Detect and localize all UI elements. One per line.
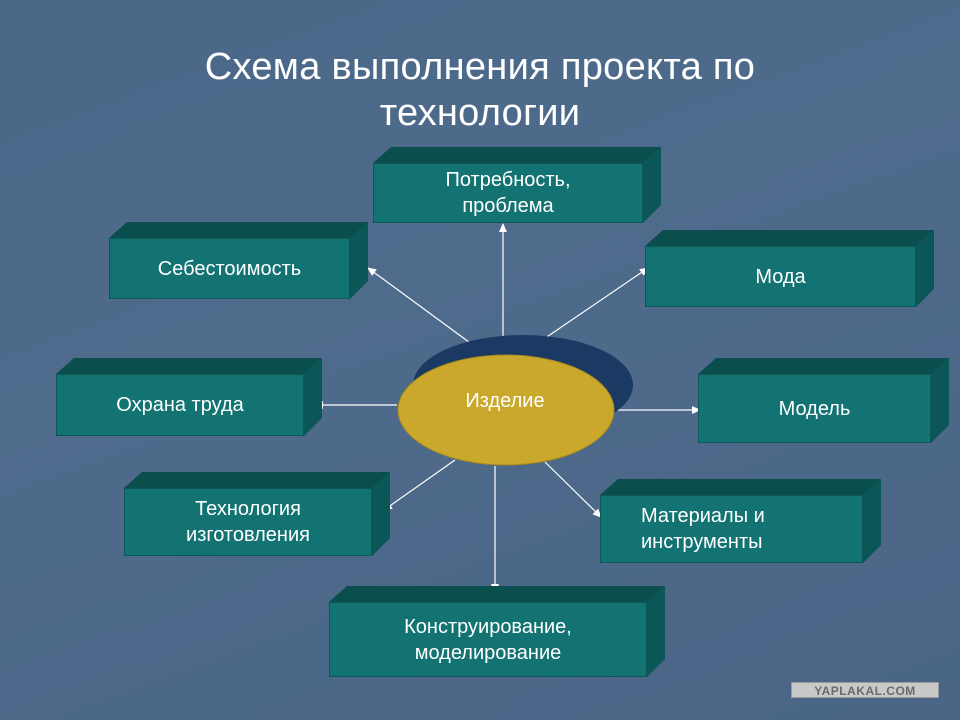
node-need-label: Потребность, проблема (373, 163, 643, 223)
node-technology: Технология изготовления (124, 472, 390, 556)
center-label: Изделие (465, 390, 545, 412)
center-ellipse (397, 354, 615, 466)
node-technology-label: Технология изготовления (124, 488, 372, 556)
node-fashion-label: Мода (645, 246, 916, 307)
node-need: Потребность, проблема (373, 147, 661, 223)
arrow-to-fashion (534, 267, 649, 346)
node-design: Конструирование, моделирование (329, 586, 665, 677)
node-model: Модель (698, 358, 949, 443)
node-safety: Охрана труда (56, 358, 322, 436)
slide-title: Схема выполнения проекта по технологии (150, 44, 810, 136)
node-cost: Себестоимость (109, 222, 368, 299)
arrow-to-technology (383, 459, 456, 511)
title-line-2: технологии (379, 92, 581, 134)
node-model-label: Модель (698, 374, 931, 443)
node-design-label: Конструирование, моделирование (329, 602, 647, 677)
node-cost-label: Себестоимость (109, 238, 350, 299)
node-fashion: Мода (645, 230, 934, 307)
node-safety-label: Охрана труда (56, 374, 304, 436)
arrow-to-cost (367, 267, 474, 346)
watermark: YAPLAKAL.COM (791, 682, 939, 698)
node-materials-label: Материалы и инструменты (600, 495, 863, 563)
arrow-to-materials (544, 461, 602, 518)
node-materials: Материалы и инструменты (600, 479, 881, 563)
title-line-1: Схема выполнения проекта по (204, 46, 756, 88)
